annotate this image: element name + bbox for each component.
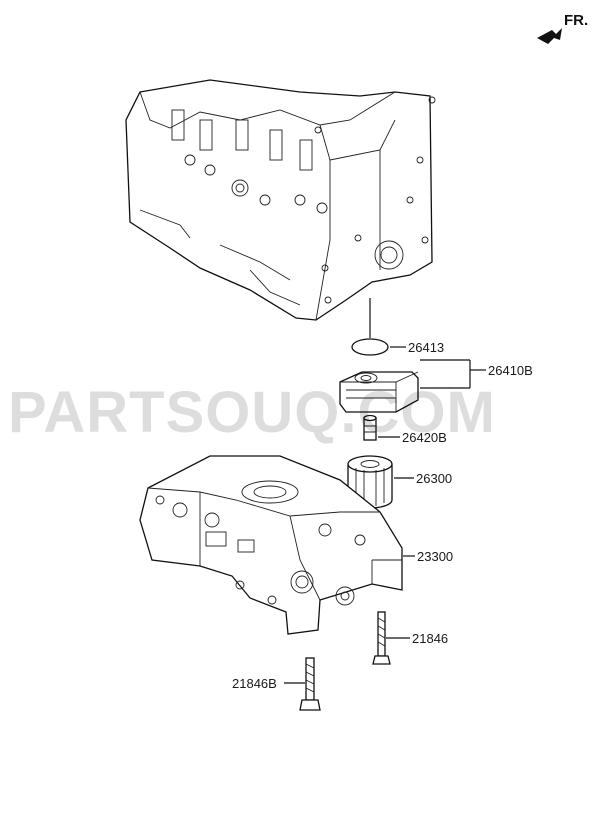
o-ring-drawing bbox=[351, 338, 389, 356]
watermark: PARTSOUQ.COM bbox=[8, 380, 496, 445]
bolt-21846-drawing bbox=[372, 611, 391, 665]
part-label-26300: 26300 bbox=[416, 471, 452, 486]
front-arrow-icon bbox=[537, 28, 562, 44]
fitting-drawing bbox=[363, 414, 377, 441]
part-label-21846: 21846 bbox=[412, 631, 448, 646]
front-direction-label: FR. bbox=[564, 12, 588, 29]
front-direction-indicator: FR. bbox=[537, 12, 588, 44]
bolt-21846b-drawing bbox=[299, 657, 321, 711]
part-label-23300: 23300 bbox=[417, 549, 453, 564]
part-label-26413: 26413 bbox=[408, 340, 444, 355]
part-label-26410B: 26410B bbox=[488, 363, 533, 378]
balance-shaft-module-drawing bbox=[139, 455, 403, 635]
part-label-26420B: 26420B bbox=[402, 430, 447, 445]
oil-cooler-drawing bbox=[339, 371, 419, 413]
oil-cooler-bracket bbox=[420, 359, 471, 389]
engine-block-drawing bbox=[125, 79, 436, 321]
part-label-21846B: 21846B bbox=[232, 676, 277, 691]
